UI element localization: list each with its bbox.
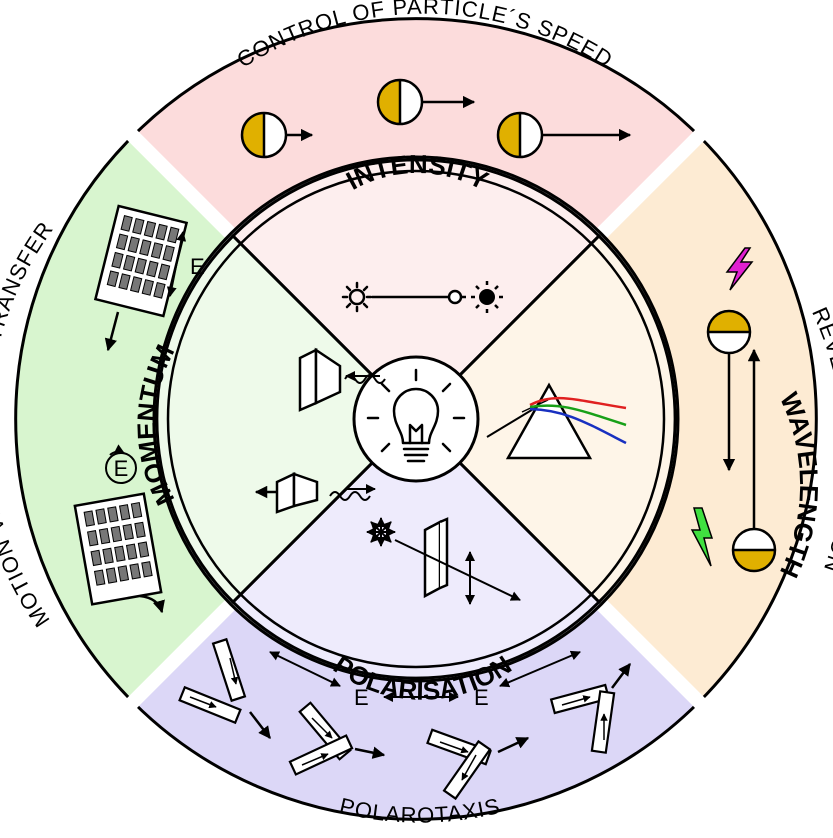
janus-particle-icon <box>242 113 286 157</box>
janus-particle-up-icon <box>733 529 775 571</box>
janus-particle-down-icon <box>708 311 750 353</box>
field-label-e-bottom-2: E <box>474 685 489 710</box>
janus-particle-icon-3 <box>498 113 542 157</box>
unpolarized-light-icon <box>367 518 395 546</box>
polarizer-icon <box>425 519 447 596</box>
intensity-slider-knob <box>449 291 461 303</box>
field-label-e-bottom-1: E <box>354 685 369 710</box>
svg-text:E: E <box>114 456 129 481</box>
janus-particle-icon-2 <box>378 80 422 124</box>
field-label-e-left-top: E <box>190 254 205 279</box>
